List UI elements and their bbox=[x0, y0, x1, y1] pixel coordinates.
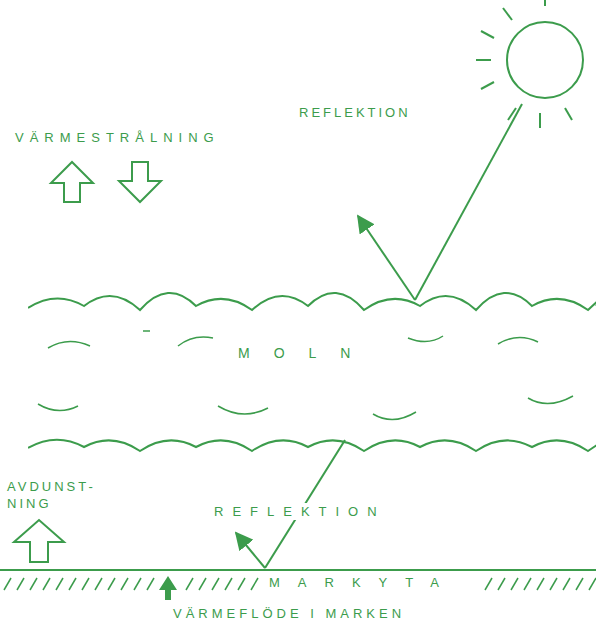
hatch-mark bbox=[485, 578, 492, 590]
cloud-label: MOLN bbox=[238, 344, 374, 362]
hatch-mark bbox=[212, 578, 219, 590]
sun-rays bbox=[476, 0, 572, 128]
cloud-texture bbox=[38, 404, 78, 411]
cloud-texture bbox=[373, 412, 416, 420]
ground-heat-arrow bbox=[159, 576, 177, 600]
cloud-texture bbox=[48, 341, 90, 348]
cloud-texture bbox=[528, 396, 573, 404]
sun bbox=[507, 22, 583, 98]
sun-ray bbox=[415, 104, 522, 300]
evaporation-label: AVDUNST- NING bbox=[6, 478, 108, 512]
hatch-mark bbox=[82, 578, 89, 590]
cloud-bottom-edge bbox=[28, 440, 596, 451]
hatch-mark bbox=[186, 578, 193, 590]
ground-line bbox=[0, 569, 596, 571]
cloud-texture bbox=[143, 330, 150, 332]
hatch-mark bbox=[251, 578, 258, 590]
hatch-mark bbox=[147, 578, 154, 590]
hatch-mark bbox=[17, 578, 24, 590]
evaporation-arrow bbox=[14, 520, 64, 562]
ground-heat-label: VÄRMEFLÖDE I MARKEN bbox=[172, 605, 406, 622]
hatch-mark bbox=[511, 578, 518, 590]
hatch-mark bbox=[43, 578, 50, 590]
hatch-mark bbox=[199, 578, 206, 590]
hatch-mark bbox=[134, 578, 141, 590]
radiation-down-arrow bbox=[119, 162, 161, 202]
hatch-mark bbox=[537, 578, 544, 590]
reflection-arrow bbox=[358, 216, 415, 300]
hatch-mark bbox=[524, 578, 531, 590]
hatch-mark bbox=[121, 578, 128, 590]
cloud-band: MOLN bbox=[28, 286, 596, 472]
hatch-mark bbox=[108, 578, 115, 590]
reflection-label: REFLEKTION bbox=[213, 503, 387, 520]
reflection-arrow bbox=[236, 533, 265, 568]
radiation-up-arrow bbox=[51, 162, 93, 202]
cloud-outline bbox=[28, 286, 596, 472]
hatch-mark bbox=[69, 578, 76, 590]
radiation-label: VÄRMESTRÅLNING bbox=[14, 129, 221, 146]
reflection-label: REFLEKTION bbox=[298, 104, 412, 121]
cloud-texture bbox=[218, 406, 268, 414]
hatch-mark bbox=[30, 578, 37, 590]
cloud-top-edge bbox=[28, 293, 596, 310]
hatch-mark bbox=[225, 578, 232, 590]
hatch-mark bbox=[498, 578, 505, 590]
hatch-mark bbox=[589, 578, 596, 590]
hatch-mark bbox=[95, 578, 102, 590]
hatch-mark bbox=[4, 578, 11, 590]
cloud-texture bbox=[408, 336, 443, 342]
hatch-mark bbox=[56, 578, 63, 590]
hatch-mark bbox=[550, 578, 557, 590]
hatch-mark bbox=[576, 578, 583, 590]
cloud-texture bbox=[498, 337, 538, 344]
hatch-mark bbox=[238, 578, 245, 590]
hatch-mark bbox=[563, 578, 570, 590]
cloud-texture bbox=[178, 337, 213, 346]
ground-surface-label: MARKYTA bbox=[268, 574, 458, 591]
